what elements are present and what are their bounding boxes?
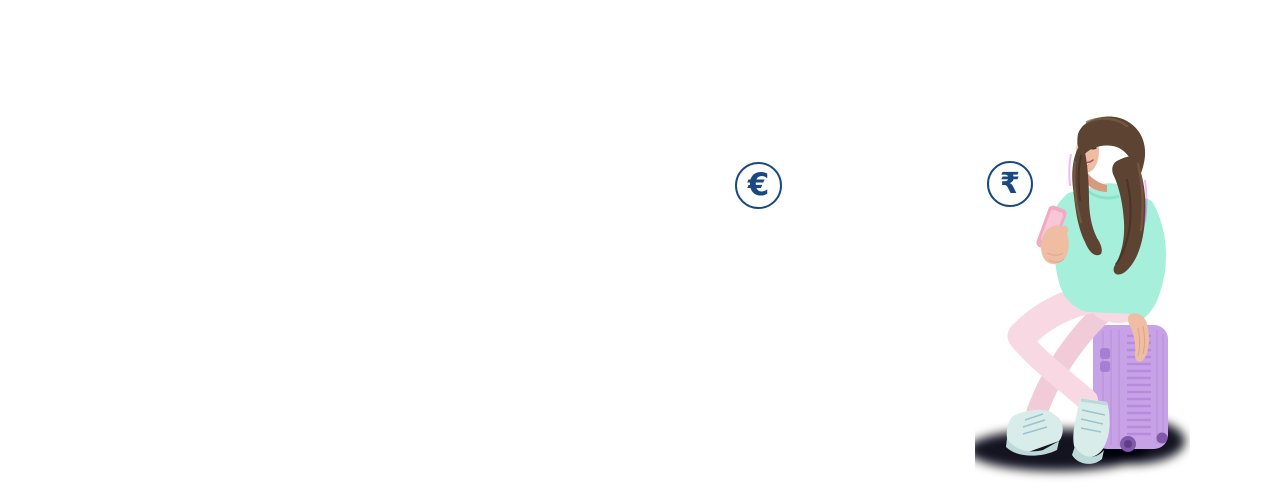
front-boot-body [1073, 398, 1110, 458]
back-boot [1006, 409, 1063, 456]
back-boot-laces [1022, 413, 1048, 435]
hair-shadow-strands [1077, 155, 1132, 265]
woman-on-suitcase-illustration [975, 110, 1190, 490]
magenta-edge-artifact [1068, 153, 1148, 223]
front-boot-sole [1072, 446, 1104, 464]
suitcase-lock-top [1100, 348, 1110, 359]
far-sleeve [1128, 198, 1166, 321]
suitcase-wheel-right [1156, 432, 1168, 444]
rupee-currency-icon: ₹ [987, 161, 1033, 207]
hair-left-lock [1072, 148, 1102, 256]
near-hand [1040, 225, 1069, 264]
far-hand-fingers [1137, 325, 1145, 357]
suitcase [1093, 325, 1168, 452]
suitcase-lock-bottom [1100, 361, 1110, 372]
near-hand-fingers [1046, 252, 1065, 263]
near-hand-thumb [1060, 225, 1069, 237]
hair-right-fall [1112, 156, 1146, 275]
hair [1072, 116, 1146, 275]
front-boot-cuff [1080, 398, 1108, 406]
back-leg [1026, 299, 1116, 423]
suitcase-wheel-left-hub [1124, 440, 1132, 448]
rupee-symbol: ₹ [999, 165, 1021, 200]
euro-currency-icon: € [735, 162, 782, 209]
front-boot-laces [1080, 409, 1106, 433]
hair-highlights [1073, 117, 1144, 232]
euro-symbol: € [747, 167, 770, 203]
front-shin [1010, 329, 1098, 411]
suitcase-grooves [1102, 330, 1164, 446]
back-boot-sole [1006, 438, 1059, 456]
hair-top [1077, 116, 1146, 180]
front-boot [1072, 398, 1110, 464]
far-hand [1127, 313, 1149, 362]
sweater-collar [1085, 188, 1120, 200]
